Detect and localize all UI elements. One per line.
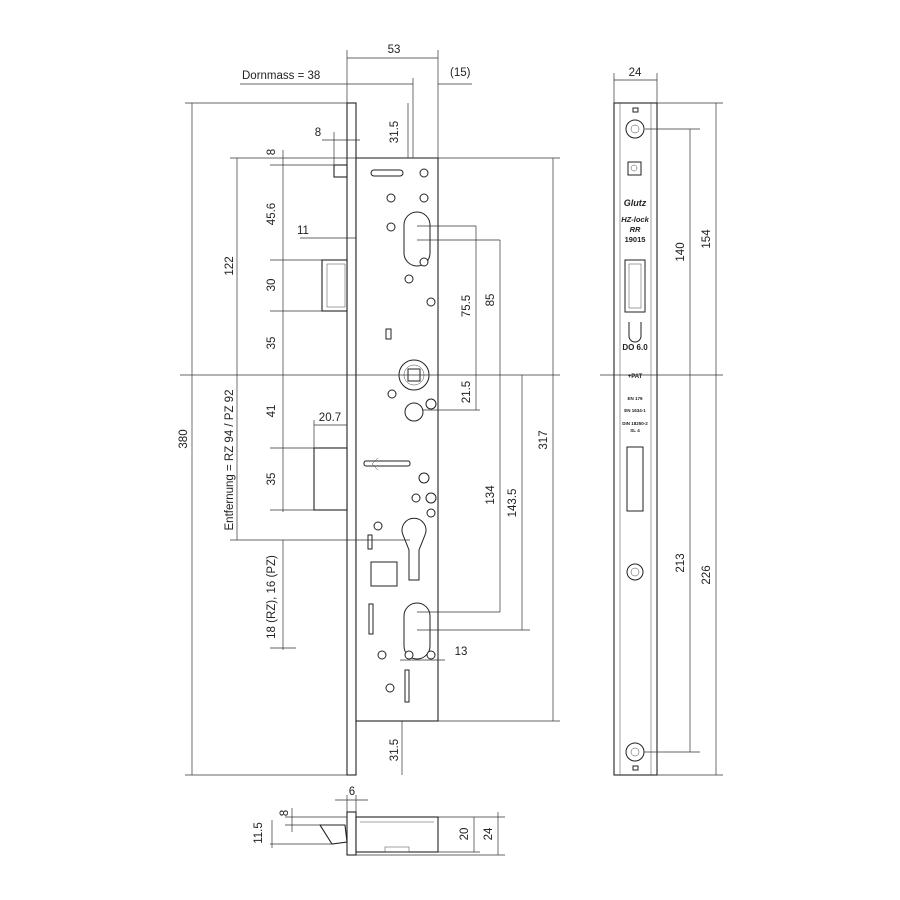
side-dimension-labels: 53 Dornmass = 38 (15) 380 31.5 8 8 45.6 …: [178, 44, 550, 761]
faceplate-std-2: EN 1634-1: [624, 408, 646, 413]
dim-v-35a: 35: [266, 337, 278, 350]
faceplate-pat: +PAT: [628, 374, 643, 380]
dim-v-45-6: 45.6: [266, 203, 278, 225]
sec-dim-11-5: 11.5: [253, 822, 265, 844]
dim-v-35b: 35: [266, 473, 278, 486]
dim-v-134: 134: [485, 485, 497, 505]
faceplate-std-4: SL 4: [630, 428, 640, 433]
faceplate-std-1: EN 179: [627, 396, 643, 401]
section-case: [355, 816, 439, 853]
section-view: 6 8 11.5 20 24: [253, 786, 505, 856]
dim-v-143-5: 143.5: [507, 489, 519, 518]
dim-v-317: 317: [538, 430, 550, 449]
dim-bottom-31-5: 31.5: [389, 739, 401, 761]
faceplate-screw-bottom: [625, 742, 645, 762]
face-dim-140: 140: [675, 242, 687, 261]
dim-v-8: 8: [266, 149, 278, 155]
dim-h-20-7: 20.7: [319, 412, 341, 424]
dead-bolt: [313, 447, 348, 511]
dim-height-380: 380: [178, 429, 190, 448]
dim-dornmass: Dornmass = 38: [242, 70, 320, 82]
dim-entfernung: Entfernung = RZ 94 / PZ 92: [224, 390, 236, 531]
faceplate-model: HZ-lock: [621, 215, 649, 224]
dim-v-41: 41: [266, 405, 278, 418]
dim-top-31-5: 31.5: [389, 121, 401, 143]
sec-dim-6: 6: [349, 786, 355, 798]
cam-hole: [404, 402, 424, 422]
dim-v-30: 30: [266, 279, 278, 292]
case-holes: [363, 168, 437, 703]
face-dim-226: 226: [701, 565, 713, 584]
faceplate-do: DO 6.0: [622, 343, 648, 352]
faceplate-trigger-slot: [627, 161, 642, 176]
faceplate-number: 19015: [625, 235, 646, 244]
latch-bolt-inner: [326, 263, 346, 308]
section-forend: [346, 811, 357, 856]
dim-rz-pz: 18 (RZ), 16 (PZ): [266, 555, 278, 639]
face-dim-213: 213: [675, 553, 687, 572]
dim-width-53: 53: [388, 44, 401, 56]
faceplate-bolt-opening: [626, 446, 644, 512]
dim-v-122: 122: [224, 256, 236, 275]
lock-side-view: [313, 102, 439, 776]
section-latch: [319, 824, 348, 845]
dim-h-13: 13: [455, 646, 468, 658]
faceplate-view: Glutz HZ-lock RR 19015 DO 6.0 +PAT EN 17…: [613, 102, 658, 776]
faceplate-variant: RR: [630, 225, 641, 234]
follower-slot-top: [403, 211, 431, 267]
sec-dim-24: 24: [483, 827, 495, 840]
dim-v-85: 85: [485, 294, 497, 307]
faceplate-screw-middle: [626, 563, 644, 581]
dim-v-21-5: 21.5: [461, 381, 473, 403]
cylinder-cutout: [401, 517, 427, 581]
faceplate-u-opening: [628, 322, 642, 343]
faceplate-brand: Glutz: [624, 198, 647, 208]
face-dim-154: 154: [701, 229, 713, 249]
faceplate-latch-opening: [624, 259, 646, 313]
dim-v-75-5: 75.5: [461, 295, 473, 317]
dim-offset-15: (15): [450, 67, 471, 79]
faceplate-std-3: DIN 18250-2: [622, 421, 648, 426]
forend-strip: [346, 102, 357, 776]
sec-dim-20: 20: [459, 828, 471, 841]
faceplate-screw-top: [625, 119, 645, 139]
latch-bolt: [321, 259, 348, 312]
sec-dim-8: 8: [279, 810, 291, 816]
dim-top-8: 8: [315, 127, 321, 139]
faceplate-dimensions: 24 140 154 213 226: [600, 67, 723, 776]
faceplate-outline: [613, 102, 658, 776]
follower-slot-bottom: [403, 602, 431, 660]
side-dimension-lines: [180, 50, 560, 776]
face-dim-24: 24: [629, 67, 642, 79]
dim-h-11: 11: [297, 225, 309, 237]
trigger-latch: [333, 164, 348, 178]
